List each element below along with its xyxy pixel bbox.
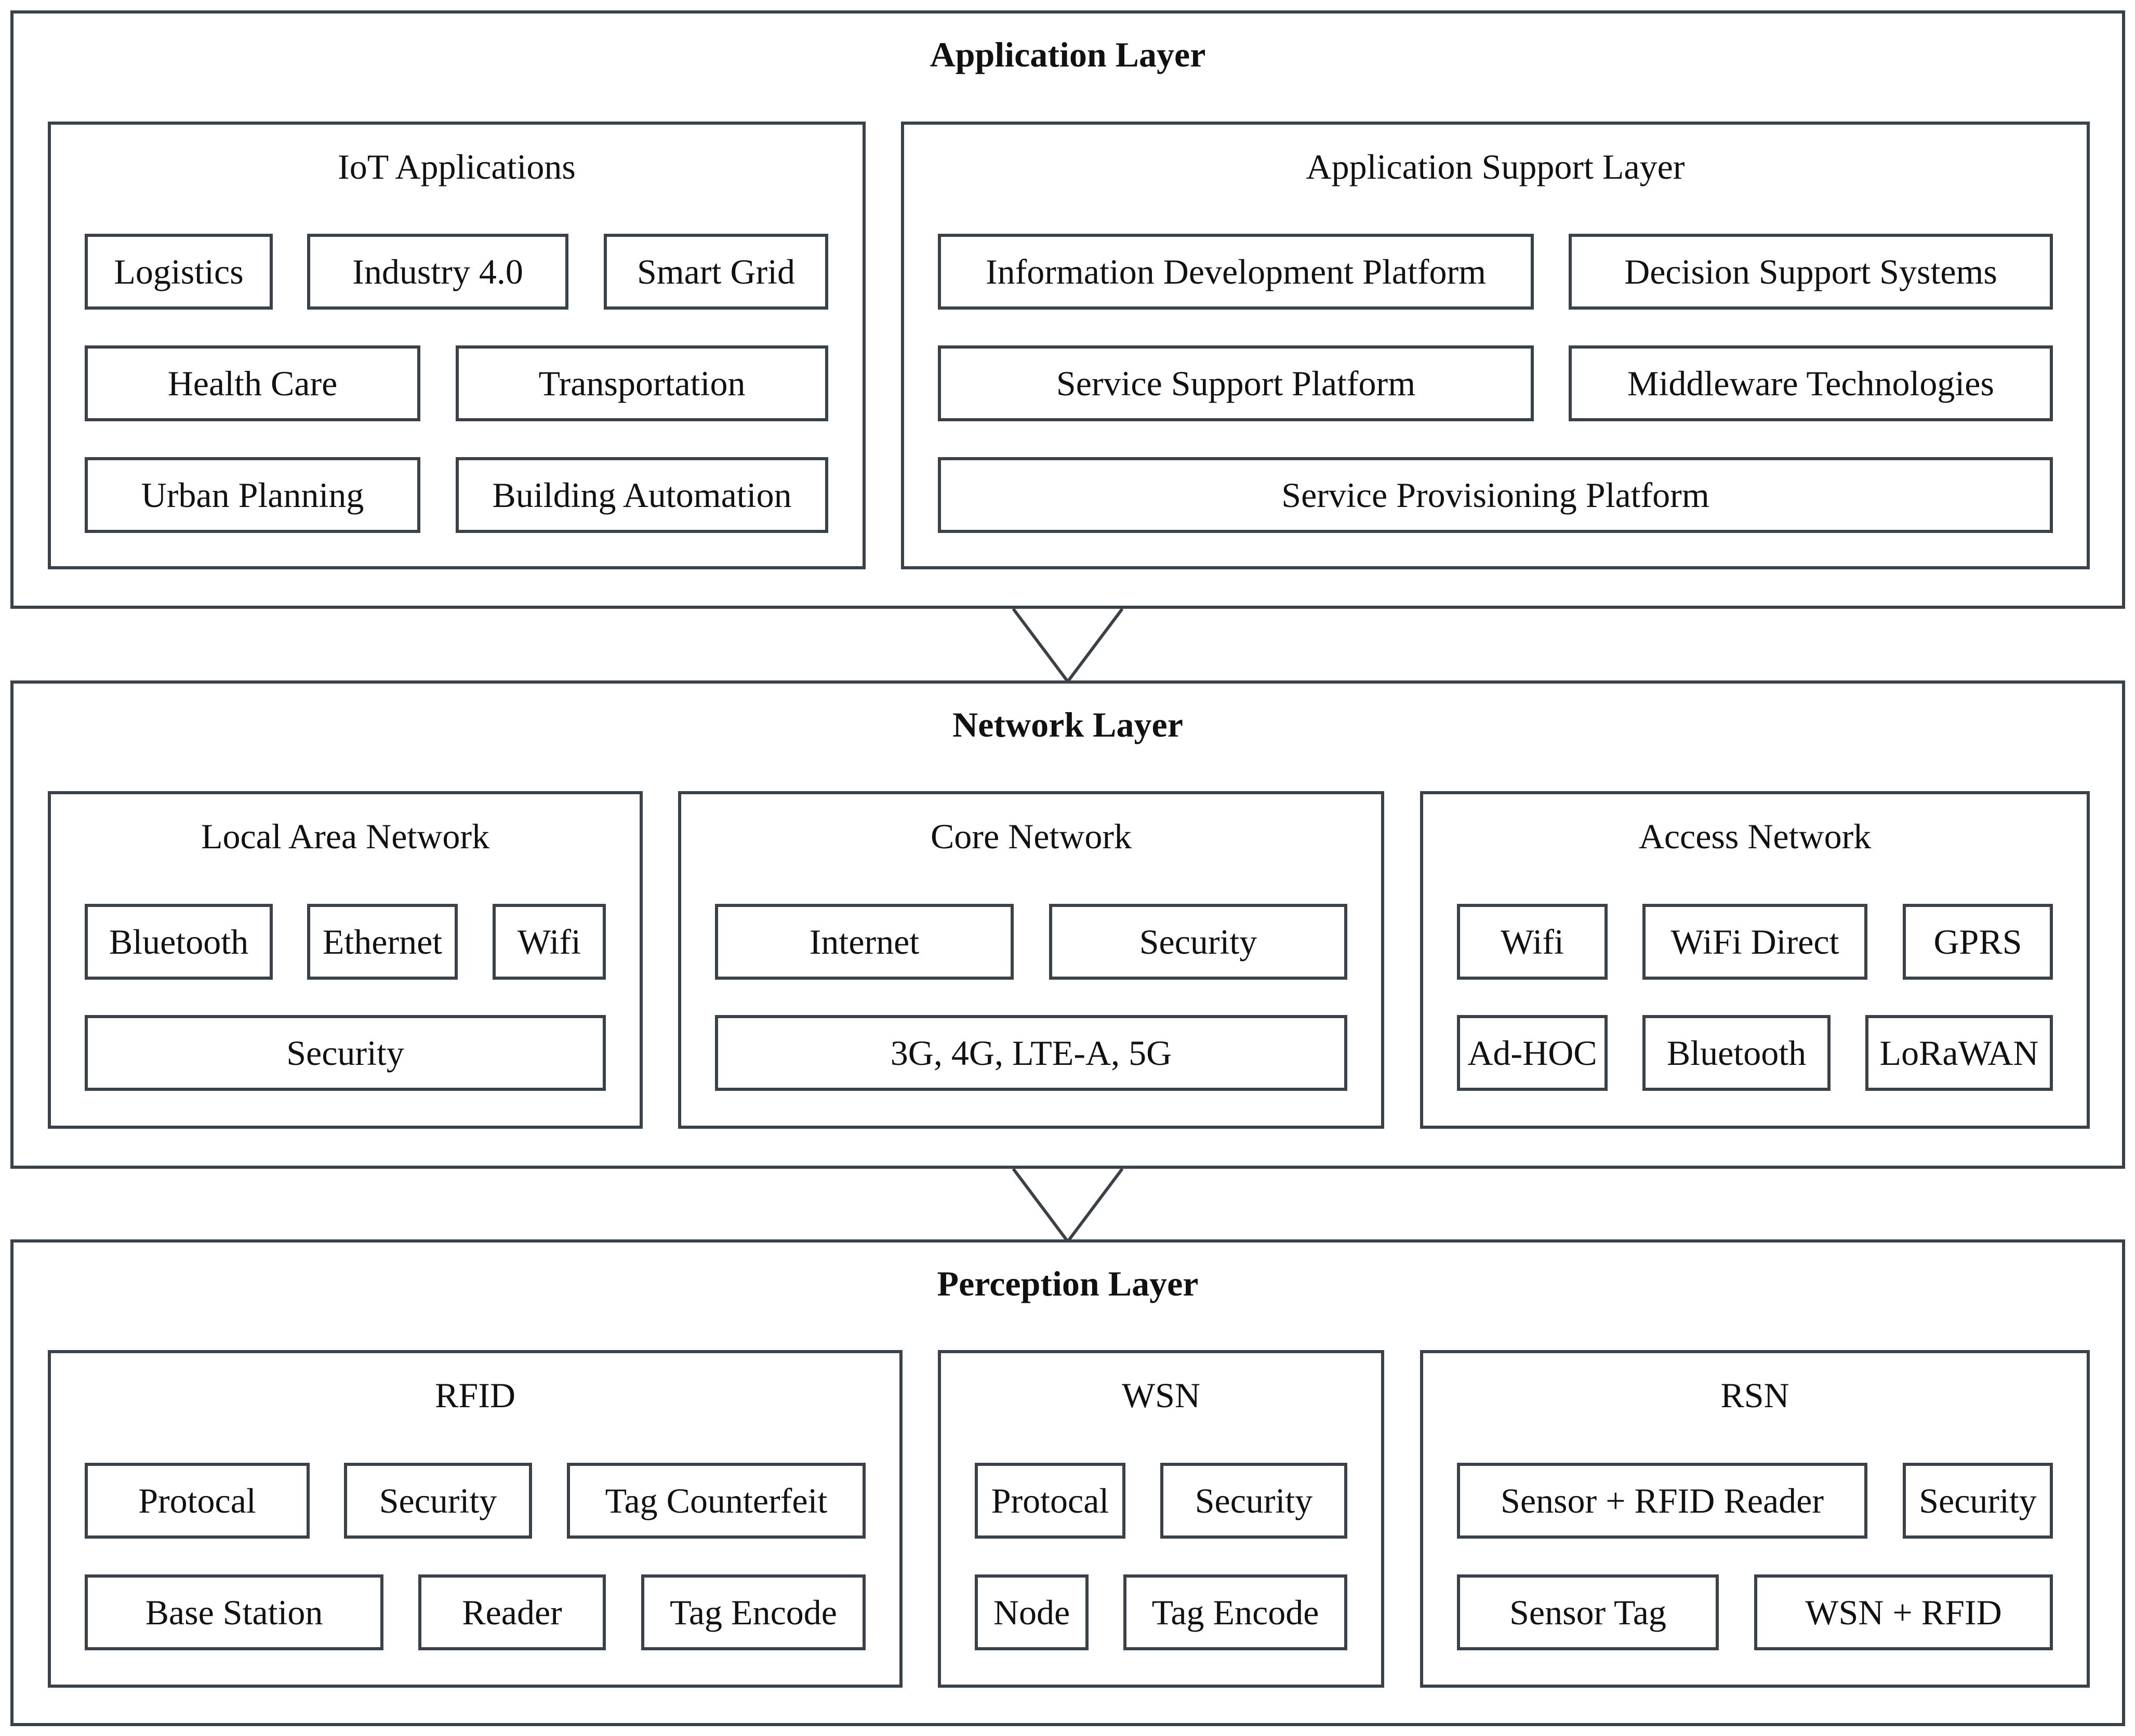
access-network-title: Access Network	[1638, 817, 1872, 856]
perception-layer-title: Perception Layer	[937, 1264, 1199, 1303]
application-support-layer-title: Application Support Layer	[1306, 147, 1685, 186]
item-wsn-protocal: Protocal	[975, 1463, 1125, 1539]
item-rsn-sensor-rfid-reader: Sensor + RFID Reader	[1457, 1463, 1867, 1539]
core-network-title: Core Network	[930, 817, 1132, 856]
item-access-wifi: Wifi	[1457, 904, 1608, 980]
network-layer-title: Network Layer	[952, 705, 1183, 744]
arrow-application-to-network	[1012, 608, 1124, 684]
item-rfid-tag-encode: Tag Encode	[641, 1574, 866, 1650]
item-industry-4: Industry 4.0	[307, 234, 568, 310]
item-logistics: Logistics	[85, 234, 273, 310]
item-access-lorawan: LoRaWAN	[1865, 1015, 2053, 1091]
item-rfid-reader: Reader	[418, 1574, 606, 1650]
item-transportation: Transportation	[456, 345, 828, 421]
item-decision-support-systems: Decision Support Systems	[1569, 234, 2053, 310]
item-wsn-node: Node	[975, 1574, 1089, 1650]
item-urban-planning: Urban Planning	[85, 457, 420, 533]
item-service-provisioning-platform: Service Provisioning Platform	[938, 457, 2053, 533]
iot-applications-title: IoT Applications	[338, 147, 576, 186]
wsn-title: WSN	[1121, 1376, 1201, 1415]
item-lan-ethernet: Ethernet	[307, 904, 458, 980]
application-layer-title: Application Layer	[930, 35, 1206, 74]
item-rfid-security: Security	[344, 1463, 532, 1539]
rfid-title: RFID	[435, 1376, 515, 1415]
item-service-support-platform: Service Support Platform	[938, 345, 1534, 421]
item-lan-bluetooth: Bluetooth	[85, 904, 273, 980]
item-rfid-tag-counterfeit: Tag Counterfeit	[567, 1463, 866, 1539]
item-lan-wifi: Wifi	[493, 904, 606, 980]
item-core-mobile-generations: 3G, 4G, LTE-A, 5G	[715, 1015, 1347, 1091]
item-wsn-tag-encode: Tag Encode	[1123, 1574, 1347, 1650]
local-area-network-title: Local Area Network	[201, 817, 490, 856]
item-core-security: Security	[1049, 904, 1347, 980]
item-building-automation: Building Automation	[456, 457, 828, 533]
item-health-care: Health Care	[85, 345, 420, 421]
item-rsn-wsn-rfid: WSN + RFID	[1754, 1574, 2053, 1650]
item-information-development-platform: Information Development Platform	[938, 234, 1534, 310]
item-smart-grid: Smart Grid	[604, 234, 828, 310]
item-middleware-technologies: Middleware Technologies	[1569, 345, 2053, 421]
item-wsn-security: Security	[1160, 1463, 1347, 1539]
item-core-internet: Internet	[715, 904, 1014, 980]
item-lan-security: Security	[85, 1015, 606, 1091]
item-rfid-protocal: Protocal	[85, 1463, 310, 1539]
item-rsn-sensor-tag: Sensor Tag	[1457, 1574, 1719, 1650]
item-access-ad-hoc: Ad-HOC	[1457, 1015, 1608, 1091]
item-rfid-base-station: Base Station	[85, 1574, 383, 1650]
item-access-gprs: GPRS	[1903, 904, 2053, 980]
item-access-bluetooth: Bluetooth	[1642, 1015, 1831, 1091]
rsn-title: RSN	[1720, 1376, 1789, 1415]
arrow-network-to-perception	[1012, 1168, 1124, 1244]
item-rsn-security: Security	[1903, 1463, 2053, 1539]
item-access-wifi-direct: WiFi Direct	[1642, 904, 1867, 980]
